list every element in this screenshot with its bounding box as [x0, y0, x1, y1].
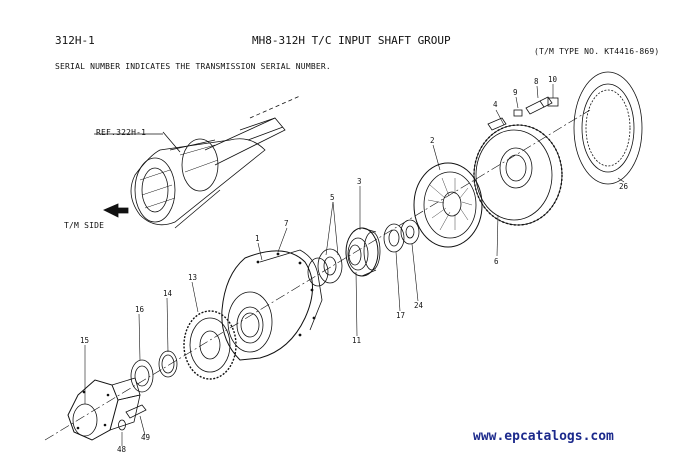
callout-9: 9	[513, 88, 518, 97]
part-6-drive-plate	[473, 124, 563, 226]
reference-assembly	[94, 95, 301, 229]
callout-16: 16	[135, 305, 145, 314]
callout-7: 7	[284, 219, 289, 228]
center-axis	[44, 109, 591, 441]
callout-15: 15	[80, 336, 89, 345]
part-13-gear	[183, 310, 237, 380]
callout-4: 4	[493, 100, 498, 109]
callout-14: 14	[163, 289, 173, 298]
type-number: (T/M TYPE NO. KT4416-869)	[534, 47, 660, 56]
part-4-bolt	[487, 117, 507, 131]
callout-6: 6	[494, 257, 499, 266]
part-14-snap-ring	[158, 350, 178, 378]
tm-side-arrow	[103, 203, 129, 218]
watermark: www.epcatalogs.com	[473, 429, 614, 444]
part-49-bolt	[125, 404, 147, 419]
callout-48: 48	[117, 445, 127, 453]
callout-24: 24	[414, 301, 424, 310]
callout-2: 2	[430, 136, 435, 145]
callout-10: 10	[548, 75, 558, 84]
callout-26: 26	[619, 182, 629, 191]
serial-note: SERIAL NUMBER INDICATES THE TRANSMISSION…	[55, 62, 331, 71]
callout-numbers: 1 2 3 4 5 6 7 8 9 10 11 13 14 15 16 17 2…	[80, 75, 629, 453]
part-17-washer	[383, 223, 405, 253]
part-2-converter	[413, 162, 483, 248]
callout-3: 3	[357, 177, 362, 186]
tm-side-label: T/M SIDE	[64, 221, 105, 230]
page-code: 312H-1	[55, 34, 95, 47]
part-15-flange	[67, 377, 141, 441]
part-24-nut	[400, 219, 420, 245]
part-3-stator	[345, 227, 381, 277]
callout-1: 1	[255, 234, 260, 243]
part-5-bearing	[307, 248, 343, 287]
part-48-washer	[118, 419, 126, 431]
callout-17: 17	[396, 311, 405, 320]
part-7-pump-housing	[221, 249, 323, 361]
callout-13: 13	[188, 273, 197, 282]
reference-label: REF.322H-1	[96, 128, 147, 137]
part-16-seal	[130, 359, 154, 393]
page-title: MH8-312H T/C INPUT SHAFT GROUP	[252, 34, 451, 47]
callout-8: 8	[534, 77, 539, 86]
callout-5: 5	[330, 193, 335, 202]
part-9-washer	[513, 109, 523, 117]
callout-11: 11	[352, 336, 361, 345]
part-26-ring-gear	[573, 71, 643, 185]
callout-49: 49	[141, 433, 150, 442]
leader-lines	[84, 84, 625, 446]
